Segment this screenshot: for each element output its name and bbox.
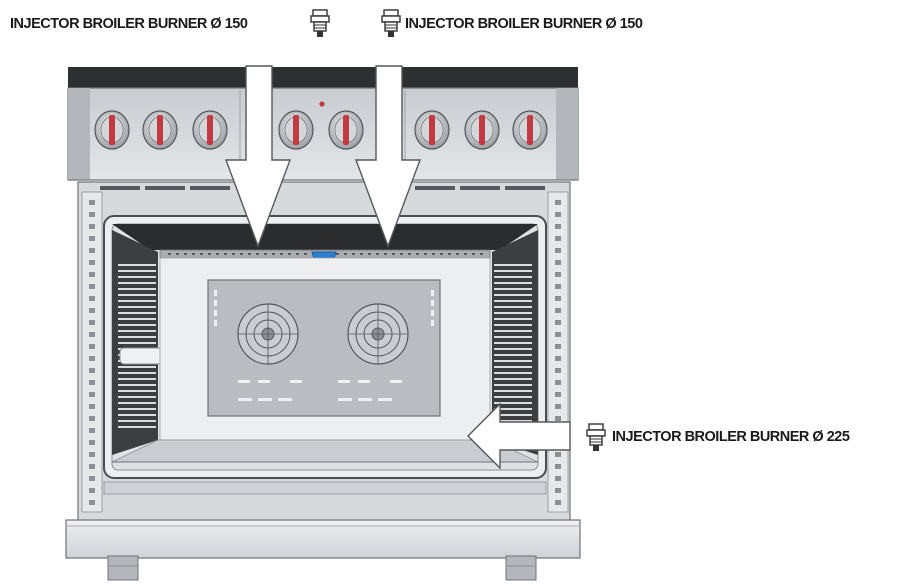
convection-fan-left: [237, 303, 299, 365]
control-knob-icon: [464, 110, 500, 150]
oven-floor: [111, 439, 539, 463]
right-foot: [505, 555, 537, 581]
injector-icon: [586, 423, 606, 451]
injector-icon: [310, 9, 330, 37]
control-panel-bevel-right: [556, 88, 578, 180]
control-knobs: [94, 110, 548, 150]
control-knob-icon: [328, 110, 364, 150]
arrow-icon-top-left: [224, 65, 292, 249]
door-hinge-strip: [103, 481, 547, 495]
arrow-icon-right: [467, 402, 571, 470]
oven-ceiling: [112, 224, 538, 250]
left-foot: [107, 555, 139, 581]
control-panel-bevel-left: [68, 88, 90, 180]
panel-vents: [100, 186, 545, 190]
right-rack: [494, 262, 532, 430]
convection-fan-right: [347, 303, 409, 365]
rear-panel-vent-slots: [214, 290, 434, 401]
left-rack: [118, 262, 156, 430]
injector-icon: [381, 9, 401, 37]
left-side-post: [81, 191, 103, 513]
control-knob-icon: [94, 110, 130, 150]
indicator-light: [319, 101, 325, 107]
injector-label-top-right: INJECTOR BROILER BURNER Ø 150: [405, 16, 643, 32]
control-knob-icon: [142, 110, 178, 150]
control-knob-icon: [192, 110, 228, 150]
injector-label-right: INJECTOR BROILER BURNER Ø 225: [612, 429, 850, 445]
control-knob-icon: [278, 110, 314, 150]
oven-light: [119, 347, 163, 365]
control-knob-icon: [512, 110, 548, 150]
injector-label-top-left: INJECTOR BROILER BURNER Ø 150: [10, 16, 248, 32]
arrow-icon-top-right: [354, 65, 422, 249]
broiler-burner-ports: [168, 253, 483, 255]
control-knob-icon: [414, 110, 450, 150]
cooktop-top-strip: [68, 67, 578, 91]
